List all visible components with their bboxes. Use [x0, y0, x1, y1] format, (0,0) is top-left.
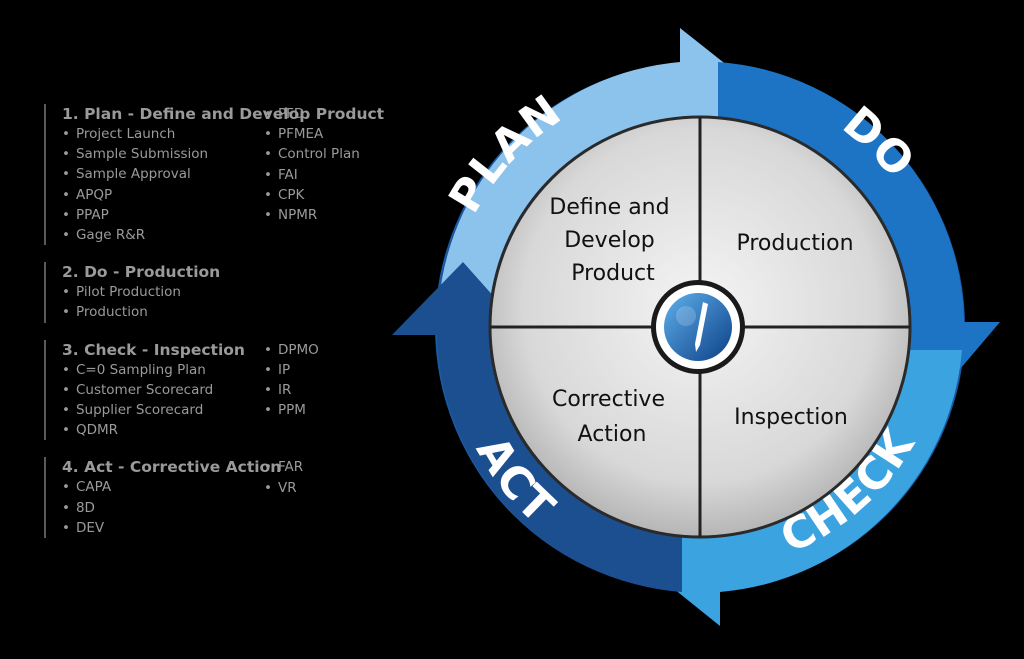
section-title: 3. Check - Inspection — [62, 340, 245, 359]
list-item: Production — [62, 302, 264, 322]
list-col-1: Pilot Production Production — [62, 282, 264, 322]
list-item: PFD — [264, 104, 360, 124]
list-item: QDMR — [62, 420, 264, 440]
list-item: IR — [264, 380, 319, 400]
pen-logo-icon — [651, 280, 745, 374]
list-item: DPMO — [264, 340, 319, 360]
list-item: C=0 Sampling Plan — [62, 360, 264, 380]
list-col-2: DPMO IP IR PPM — [264, 340, 319, 441]
section-title: 4. Act - Corrective Action — [62, 458, 282, 477]
list-item: PFMEA — [264, 124, 360, 144]
list-item: VR — [264, 478, 303, 498]
quadrant-act-text: Corrective Action — [552, 387, 672, 447]
check-arrow — [648, 350, 962, 626]
list-col-1: C=0 Sampling Plan Customer Scorecard Sup… — [62, 360, 264, 441]
list-item: FAI — [264, 165, 360, 185]
list-item: FAR — [264, 457, 303, 477]
legend: 1. Plan - Define and Develop Product Pro… — [44, 104, 394, 555]
section-title: 2. Do - Production — [62, 263, 221, 282]
list-item: Gage R&R — [62, 225, 264, 245]
list-col-1: CAPA 8D DEV — [62, 477, 264, 538]
plan-arrow — [439, 28, 752, 301]
list-item: IP — [264, 360, 319, 380]
list-item: Control Plan — [264, 144, 360, 164]
list-item: 8D — [62, 498, 264, 518]
list-item: DEV — [62, 518, 264, 538]
list-item: Project Launch — [62, 124, 264, 144]
quadrant-do-text: Production — [736, 231, 853, 256]
do-arrow — [718, 62, 1000, 395]
section-check: 3. Check - Inspection C=0 Sampling Plan … — [44, 339, 394, 441]
section-act: 4. Act - Corrective Action CAPA 8D DEV F… — [44, 457, 394, 539]
list-col-1: Project Launch Sample Submission Sample … — [62, 124, 264, 245]
list-item: PPAP — [62, 205, 264, 225]
list-item: CPK — [264, 185, 360, 205]
list-item: Sample Approval — [62, 164, 264, 184]
list-item: Customer Scorecard — [62, 380, 264, 400]
list-col-2: PFD PFMEA Control Plan FAI CPK NPMR — [264, 104, 360, 245]
section-plan: 1. Plan - Define and Develop Product Pro… — [44, 104, 394, 246]
list-item: Pilot Production — [62, 282, 264, 302]
list-item: Supplier Scorecard — [62, 400, 264, 420]
list-item: NPMR — [264, 205, 360, 225]
quadrant-plan-text: Define and Develop Product — [549, 195, 676, 286]
list-item: APQP — [62, 185, 264, 205]
section-do: 2. Do - Production Pilot Production Prod… — [44, 262, 394, 323]
list-item: CAPA — [62, 477, 264, 497]
list-col-2: FAR VR — [264, 457, 303, 538]
list-item: Sample Submission — [62, 144, 264, 164]
list-item: PPM — [264, 400, 319, 420]
act-arrow — [392, 262, 682, 592]
quadrant-check-text: Inspection — [734, 405, 848, 430]
